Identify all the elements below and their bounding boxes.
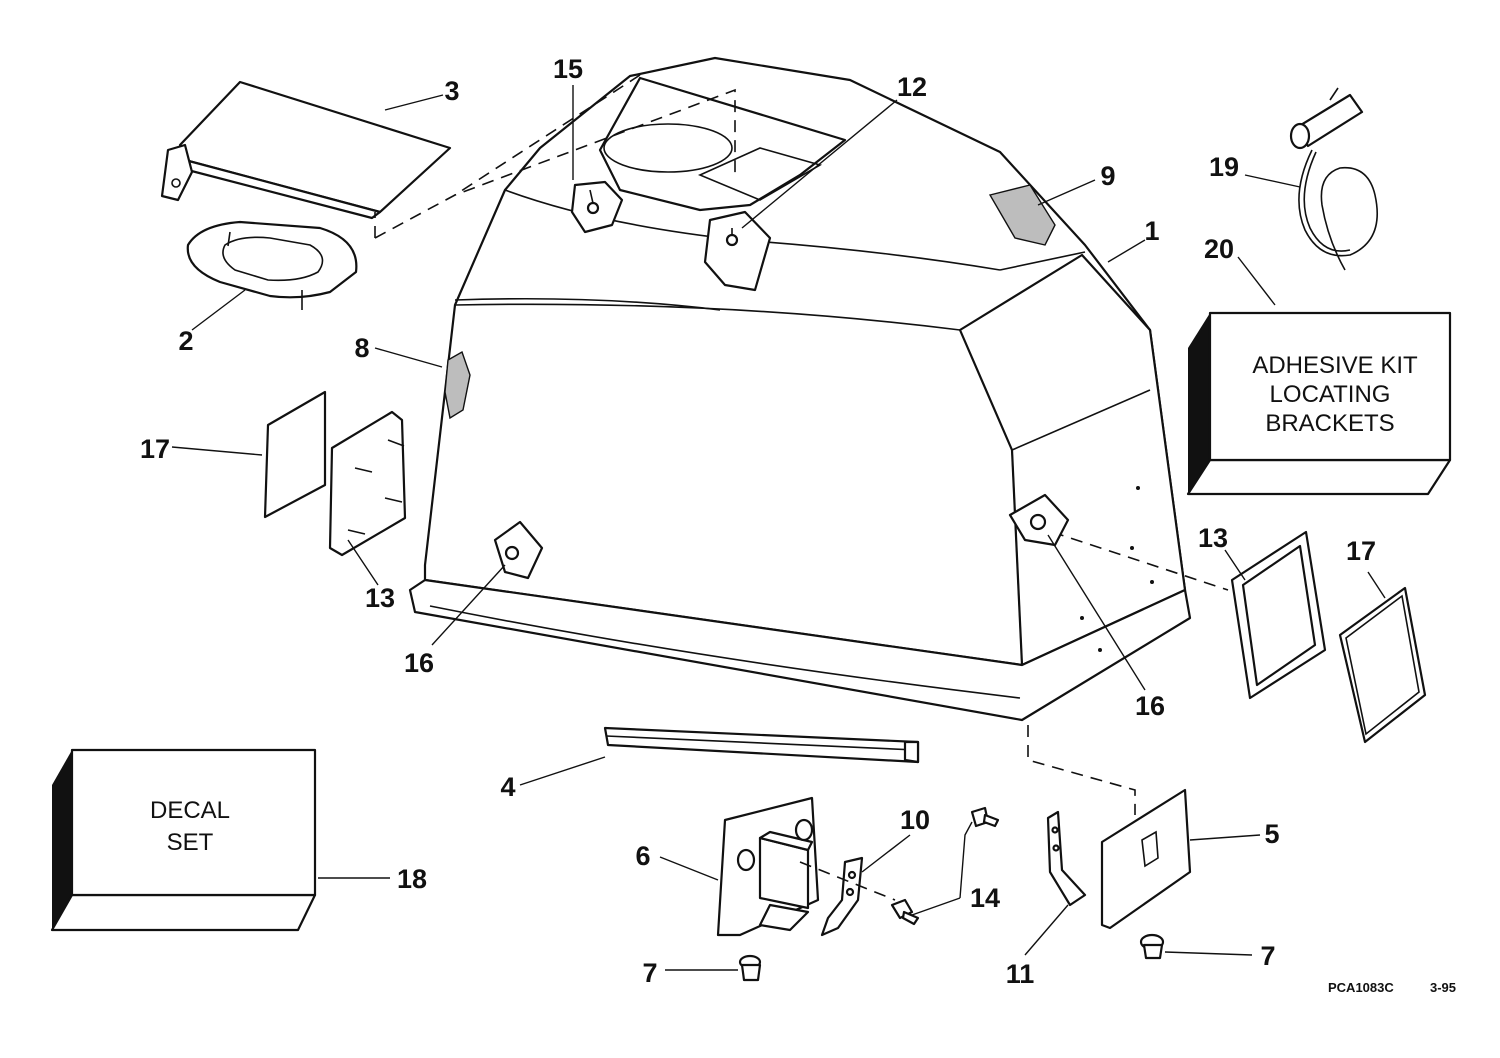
callout-7-left: 7 [642, 958, 657, 988]
part-8-seal-strip [444, 350, 471, 420]
callout-2: 2 [178, 326, 193, 356]
assembly-dash-lines [374, 74, 1229, 815]
callout-16-left: 16 [404, 648, 434, 678]
part-16-bracket-right [1008, 493, 1070, 547]
part-11-bracket [1046, 810, 1087, 907]
callout-3: 3 [444, 76, 459, 106]
callout-8: 8 [354, 333, 369, 363]
decal-set-box: DECAL SET [50, 748, 317, 932]
part-6-latch-housing [716, 796, 820, 937]
callout-12: 12 [897, 72, 927, 102]
callout-numbers: 3 2 15 12 9 1 19 20 8 17 13 16 16 13 17 … [140, 54, 1376, 989]
callout-17-left: 17 [140, 434, 170, 464]
callout-17-right: 17 [1346, 536, 1376, 566]
part-7-plug-right [1139, 933, 1165, 960]
callout-20: 20 [1204, 234, 1234, 264]
part-13-frame-right [1230, 530, 1327, 700]
kit-box-line-3: BRACKETS [1265, 410, 1394, 437]
callout-1: 1 [1144, 216, 1159, 246]
callout-18: 18 [397, 864, 427, 894]
part-12-bracket [703, 210, 772, 292]
adhesive-kit-box: ADHESIVE KIT LOCATING BRACKETS [1186, 311, 1452, 496]
callout-11: 11 [1006, 959, 1035, 989]
callout-10: 10 [900, 805, 930, 835]
part-9-seal-strip [988, 184, 1056, 246]
part-5-latch-plate [1100, 788, 1192, 930]
part-17-gasket-left [263, 390, 327, 519]
kit-box-line-1: ADHESIVE KIT [1252, 352, 1418, 379]
part-15-bracket [570, 180, 624, 234]
leader-lines [171, 85, 1386, 971]
callout-7-right: 7 [1260, 941, 1275, 971]
callout-5: 5 [1264, 819, 1279, 849]
part-13-plate-left [328, 410, 407, 557]
part-10-latch-lever [820, 856, 864, 937]
part-1-engine-cover [408, 56, 1192, 722]
callout-13-left: 13 [365, 583, 395, 613]
part-14-screws [890, 806, 1000, 926]
part-7-plug-left [738, 954, 762, 982]
part-17-gasket-right [1338, 586, 1427, 744]
callout-19: 19 [1209, 152, 1239, 182]
callout-16-right: 16 [1135, 691, 1165, 721]
callout-14: 14 [970, 883, 1000, 913]
callout-13-right: 13 [1198, 523, 1228, 553]
part-2-intake-frame [186, 220, 358, 310]
callout-4: 4 [500, 772, 515, 802]
drawing-date: 3-95 [1430, 980, 1456, 995]
decal-box-line-1: DECAL [150, 797, 230, 824]
callout-9: 9 [1100, 161, 1115, 191]
part-4-rubber-seal [603, 726, 920, 764]
drawing-code: PCA1083C [1328, 980, 1394, 995]
kit-box-line-2: LOCATING [1270, 381, 1391, 408]
callout-15: 15 [553, 54, 583, 84]
decal-box-line-2: SET [167, 829, 214, 856]
part-3-top-cover [160, 80, 452, 220]
part-19-sensor-cable [1289, 87, 1379, 271]
callout-6: 6 [635, 841, 650, 871]
